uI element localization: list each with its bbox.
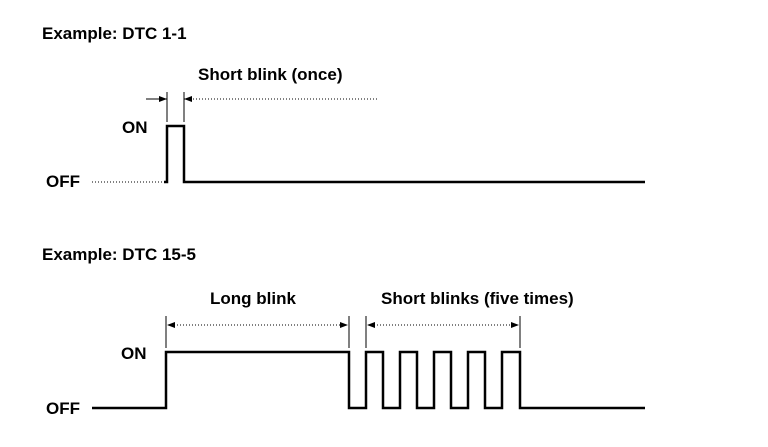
dtc-15-5-off-label: OFF	[46, 399, 80, 418]
dtc-1-1-arrowhead-left	[159, 96, 167, 102]
dtc-1-1-off-label: OFF	[46, 172, 80, 191]
dtc-15-5-long-blink-label: Long blink	[210, 289, 296, 308]
dtc-15-5-long-arrowhead-left	[167, 322, 175, 328]
dtc-1-1-title: Example: DTC 1-1	[42, 24, 187, 43]
dtc-1-1-on-label: ON	[122, 118, 148, 137]
dtc-15-5-short-blinks-label: Short blinks (five times)	[381, 289, 574, 308]
dtc-15-5-short-arrowhead-left	[367, 322, 375, 328]
dtc-15-5-short-arrowhead-right	[511, 322, 519, 328]
dtc-1-1-arrowhead-right	[184, 96, 192, 102]
dtc-15-5-long-arrowhead-right	[340, 322, 348, 328]
dtc-15-5-title: Example: DTC 15-5	[42, 245, 196, 264]
dtc-15-5-on-label: ON	[121, 344, 147, 363]
dtc-15-5-waveform	[92, 350, 645, 410]
dtc-1-1-short-blink-label: Short blink (once)	[198, 65, 343, 84]
dtc-15-5-group	[92, 316, 645, 410]
dtc-1-1-group	[92, 92, 645, 184]
dtc-1-1-waveform	[164, 124, 645, 184]
